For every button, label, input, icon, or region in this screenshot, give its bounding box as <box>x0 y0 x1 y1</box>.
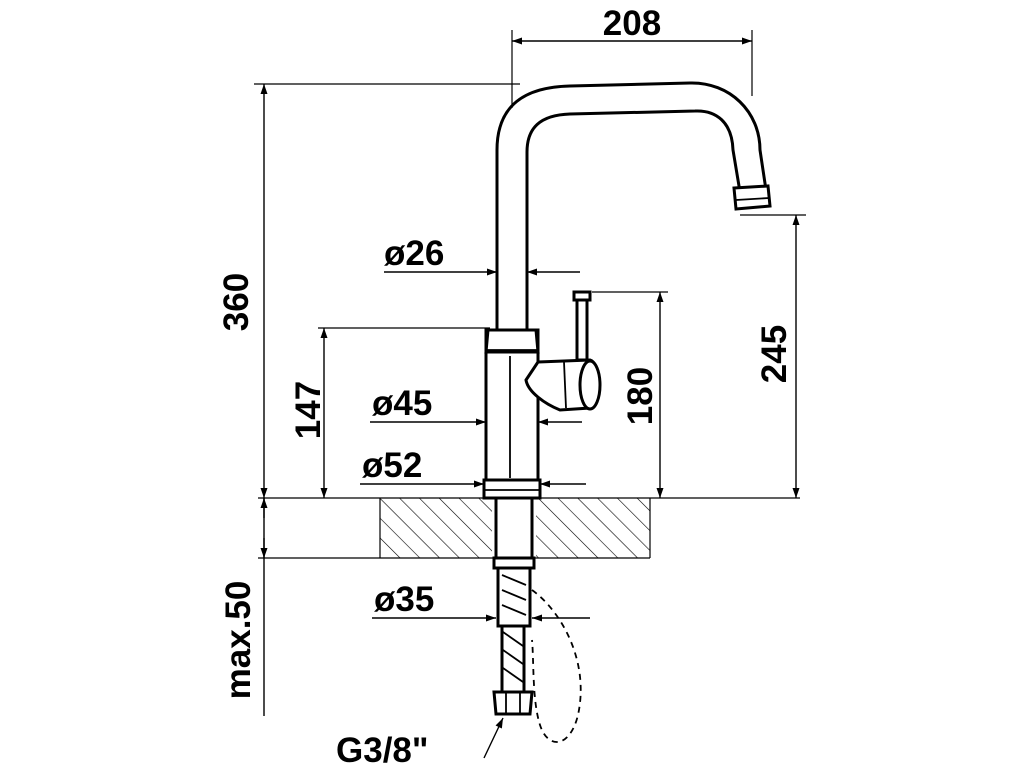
label-total-height: 360 <box>217 273 256 331</box>
label-spout-reach: 208 <box>603 4 661 43</box>
mounting-shank <box>494 496 534 560</box>
spout <box>495 81 768 332</box>
hose-nut <box>492 690 534 716</box>
label-body-diameter: ø45 <box>372 384 432 423</box>
label-hole-diameter: ø35 <box>374 580 434 619</box>
dim-lever-height: 180 <box>592 291 668 498</box>
dim-body-height: 147 <box>289 327 490 498</box>
label-body-height: 147 <box>289 381 328 439</box>
dim-spout-reach: 208 <box>511 4 753 108</box>
body-collar <box>484 328 540 354</box>
dim-max-thickness: max.50 <box>219 498 268 716</box>
base-ring <box>482 478 542 500</box>
dim-body-diameter: ø45 <box>370 384 582 426</box>
label-connection-thread: G3/8" <box>336 731 428 768</box>
threaded-rod <box>496 566 532 628</box>
aerator <box>732 184 772 211</box>
dim-connection-thread: G3/8" <box>336 717 504 768</box>
dim-spout-diameter: ø26 <box>384 234 580 276</box>
dim-hole-diameter: ø35 <box>372 580 590 622</box>
dim-total-height: 360 <box>217 83 520 498</box>
label-max-thickness: max.50 <box>219 581 258 700</box>
label-spout-diameter: ø26 <box>384 234 444 273</box>
label-base-diameter: ø52 <box>362 446 422 485</box>
hose-loop-dashed <box>531 589 582 743</box>
faucet-outline <box>482 81 772 743</box>
label-lever-height: 180 <box>621 367 660 425</box>
supply-hose <box>500 624 526 694</box>
dim-spout-height: 245 <box>740 214 806 498</box>
lever-handle <box>575 296 589 362</box>
dim-base-diameter: ø52 <box>360 446 586 488</box>
countertop <box>258 497 800 559</box>
label-spout-height: 245 <box>755 325 794 383</box>
